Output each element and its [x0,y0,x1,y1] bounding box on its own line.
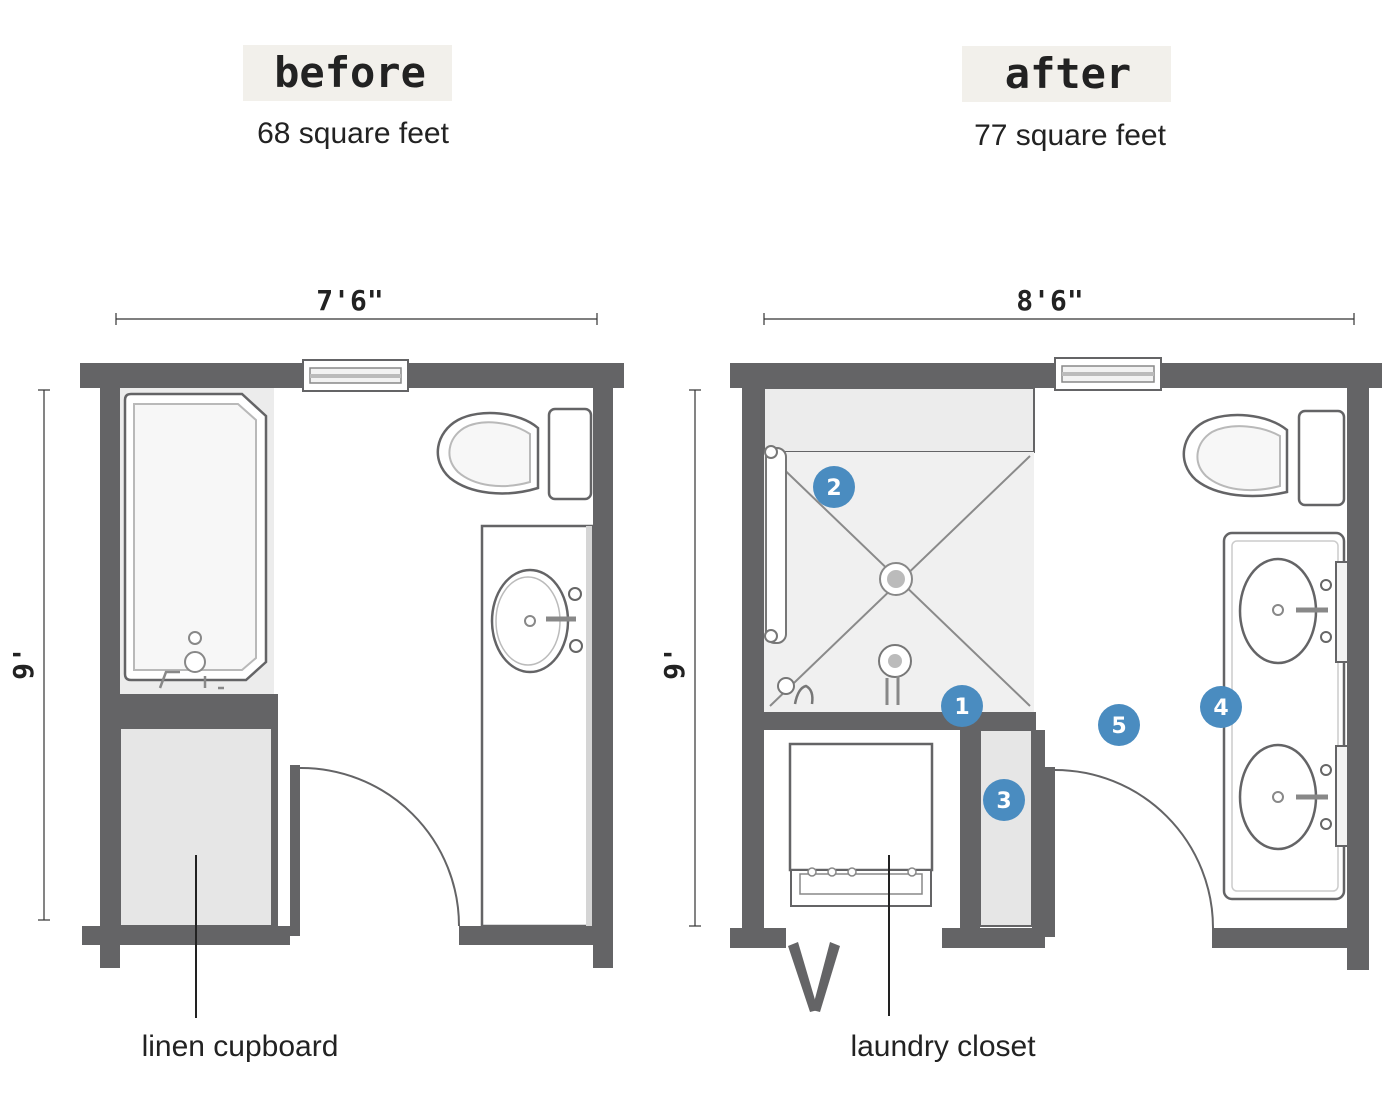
before-vanity [480,524,594,928]
after-height-dimension: 9' [658,389,701,927]
after-tag: after [1005,49,1131,98]
after-shower [763,387,1035,712]
after-toilet [1182,409,1346,507]
after-door [1045,767,1214,937]
before-toilet [436,407,593,501]
badge-1: 1 [941,685,983,727]
svg-text:5: 5 [1111,714,1126,739]
svg-text:1: 1 [954,695,969,720]
after-width-label: 8'6" [1016,284,1083,317]
after-storage-niche [979,729,1033,927]
after-callout: laundry closet [850,1030,1036,1063]
after-closet-bifold-door [788,942,840,1012]
before-width-label: 7'6" [316,284,383,317]
after-double-vanity [1222,531,1367,901]
before-area: 68 square feet [257,117,449,150]
before-plan: linen cupboard [80,359,624,1063]
after-shower-curb [760,712,1036,730]
svg-text:3: 3 [996,789,1011,814]
after-area: 77 square feet [974,119,1166,152]
before-window [302,359,409,392]
badge-5: 5 [1098,704,1140,746]
after-window [1054,357,1162,391]
before-width-dimension: 7'6" [115,284,598,325]
before-tag: before [274,48,426,97]
before-tag-bg [243,45,452,101]
badge-3: 3 [983,779,1025,821]
before-height-dimension: 9' [7,389,50,921]
after-tag-bg [962,46,1171,102]
after-width-dimension: 8'6" [763,284,1355,325]
before-height-label: 9' [7,646,40,680]
badge-2: 2 [813,466,855,508]
svg-text:2: 2 [826,476,841,501]
before-door [290,765,460,936]
before-callout: linen cupboard [142,1030,339,1063]
badge-4: 4 [1200,686,1242,728]
after-laundry-closet [788,742,934,907]
after-plan: 1 2 3 4 5 laundry closet [730,357,1382,1063]
after-height-label: 9' [658,646,691,680]
svg-text:4: 4 [1213,696,1228,721]
before-tub-ledge [108,694,278,728]
before-bathtub [123,392,268,690]
